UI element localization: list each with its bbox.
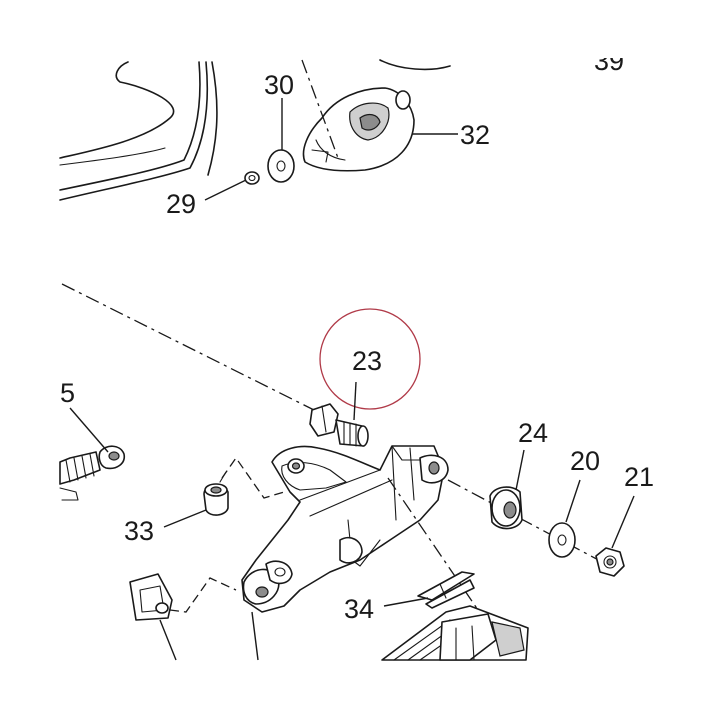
part-30-washer (267, 149, 295, 183)
clip-leader-line (159, 619, 177, 661)
label-part-21: 21 (624, 462, 654, 492)
part-33-leader-dashed (221, 456, 285, 499)
part-24-bushing (489, 486, 523, 530)
label-part-20: 20 (570, 446, 600, 476)
part-23-highlight-circle (319, 308, 421, 410)
leader-20 (565, 479, 581, 523)
part-32-housing (302, 87, 415, 172)
lower-switch-housing (381, 605, 529, 661)
label-part-29: 29 (166, 189, 196, 219)
label-part-24: 24 (518, 418, 548, 448)
part-30-washer-hole (276, 160, 286, 172)
axis-line-right (447, 479, 607, 565)
leader-24 (515, 449, 525, 491)
leader-34 (383, 597, 429, 607)
retaining-clip (129, 573, 173, 621)
leader-33 (163, 509, 207, 528)
clip-leader-dashed (169, 577, 237, 613)
part-34-spring-clip (417, 571, 475, 609)
axis-line-top (301, 59, 339, 159)
part-33-plug (203, 471, 229, 516)
label-part-23: 23 (352, 346, 382, 376)
top-crop-mask (560, 0, 660, 58)
bracket-leader-line (251, 611, 259, 661)
label-part-32: 32 (460, 120, 490, 150)
leader-21 (611, 495, 635, 549)
part-21-nut (595, 547, 625, 577)
leader-5 (69, 407, 109, 453)
label-part-34: 34 (344, 594, 374, 624)
part-20-washer (548, 522, 576, 558)
label-part-30: 30 (264, 70, 294, 100)
fairing-panel-outline (59, 61, 218, 201)
part-23-bolt (309, 403, 369, 447)
leader-29 (204, 179, 247, 201)
fairing-top-curve (379, 59, 451, 71)
leader-23 (353, 381, 357, 421)
part-5-screw (59, 445, 126, 501)
axis-line-main (61, 283, 319, 413)
main-bracket-assembly (241, 445, 449, 613)
part-29-screw (244, 171, 260, 185)
label-part-33: 33 (124, 516, 154, 546)
label-part-5: 5 (60, 378, 75, 408)
